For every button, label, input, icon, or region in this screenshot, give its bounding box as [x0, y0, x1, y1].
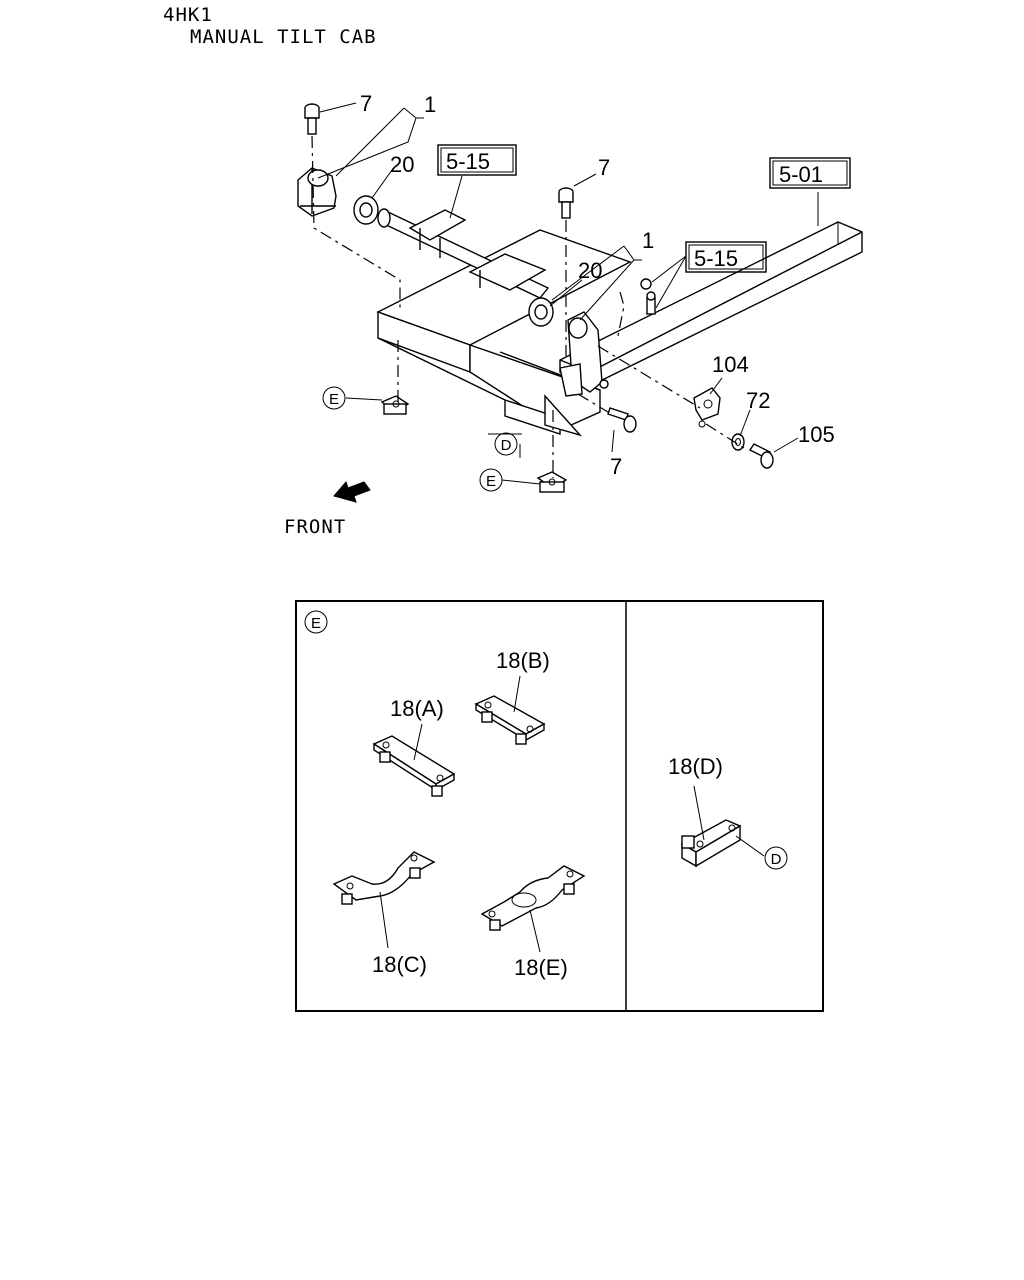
ref-5-01-label: 5-01	[779, 162, 823, 187]
marker-e-inset-label: E	[311, 615, 321, 632]
bushing-middle	[528, 297, 554, 327]
marker-d-inset-label: D	[771, 851, 782, 868]
plate-18a	[372, 723, 456, 797]
callout-7-low: 7	[610, 454, 622, 479]
mount-bracket-middle	[559, 311, 609, 397]
callout-72: 72	[746, 388, 770, 413]
engine-code: 4HK1	[163, 4, 213, 26]
header: 4HK1 MANUAL TILT CAB	[163, 4, 377, 48]
part-18d-label: 18(D)	[668, 754, 723, 779]
plate-18d	[680, 785, 765, 868]
ref-5-15-a-label: 5-15	[446, 149, 490, 174]
pad-e-left	[380, 395, 410, 415]
part-18c-label: 18(C)	[372, 952, 427, 977]
d-mark-triangle	[544, 394, 583, 437]
callout-105: 105	[798, 422, 835, 447]
torsion-bar	[377, 208, 550, 299]
clip-hardware	[640, 278, 656, 315]
part-18e-label: 18(E)	[514, 955, 568, 980]
marker-e-bottom-label: E	[486, 473, 496, 490]
washer-72	[731, 433, 745, 451]
bushing-upper	[353, 195, 379, 225]
pad-e-bottom	[536, 471, 568, 493]
plate-18b	[474, 675, 546, 745]
callout-1-top: 1	[424, 92, 436, 117]
bolt-lower	[607, 407, 637, 433]
marker-e-left-label: E	[329, 391, 339, 408]
latch-104	[693, 387, 721, 428]
front-label: FRONT	[284, 516, 346, 538]
callout-20-mid: 20	[578, 258, 602, 283]
ref-box-5-15-b[interactable]: 5-15	[685, 241, 767, 273]
part-18a-label: 18(A)	[390, 696, 444, 721]
callout-20-top: 20	[390, 152, 414, 177]
callout-1-mid: 1	[642, 228, 654, 253]
assembly-centerlines	[311, 135, 745, 478]
ref-box-5-01[interactable]: 5-01	[769, 157, 851, 189]
diagram-subtitle: MANUAL TILT CAB	[190, 26, 377, 48]
leader-lines	[317, 102, 819, 485]
front-arrow-icon	[333, 481, 371, 503]
bolt-105	[748, 443, 774, 469]
mount-bracket-upper	[297, 167, 337, 217]
marker-e-left[interactable]: E	[322, 386, 346, 410]
part-18b-label: 18(B)	[496, 648, 550, 673]
inset-panel	[295, 600, 824, 1012]
callout-104: 104	[712, 352, 749, 377]
callout-7-top: 7	[360, 91, 372, 116]
callout-7-mid: 7	[598, 155, 610, 180]
marker-d-inset[interactable]: D	[764, 846, 788, 870]
bolt-middle	[558, 187, 574, 219]
bolt-upper	[304, 103, 320, 135]
ref-box-5-15-a[interactable]: 5-15	[437, 144, 517, 176]
marker-d-main-label: D	[501, 437, 512, 454]
marker-e-bottom[interactable]: E	[479, 468, 503, 492]
plate-18e	[480, 865, 586, 953]
marker-e-inset[interactable]: E	[304, 610, 328, 634]
marker-d-main[interactable]: D	[494, 432, 518, 456]
plate-18c	[332, 851, 436, 949]
ref-5-15-b-label: 5-15	[694, 246, 738, 271]
